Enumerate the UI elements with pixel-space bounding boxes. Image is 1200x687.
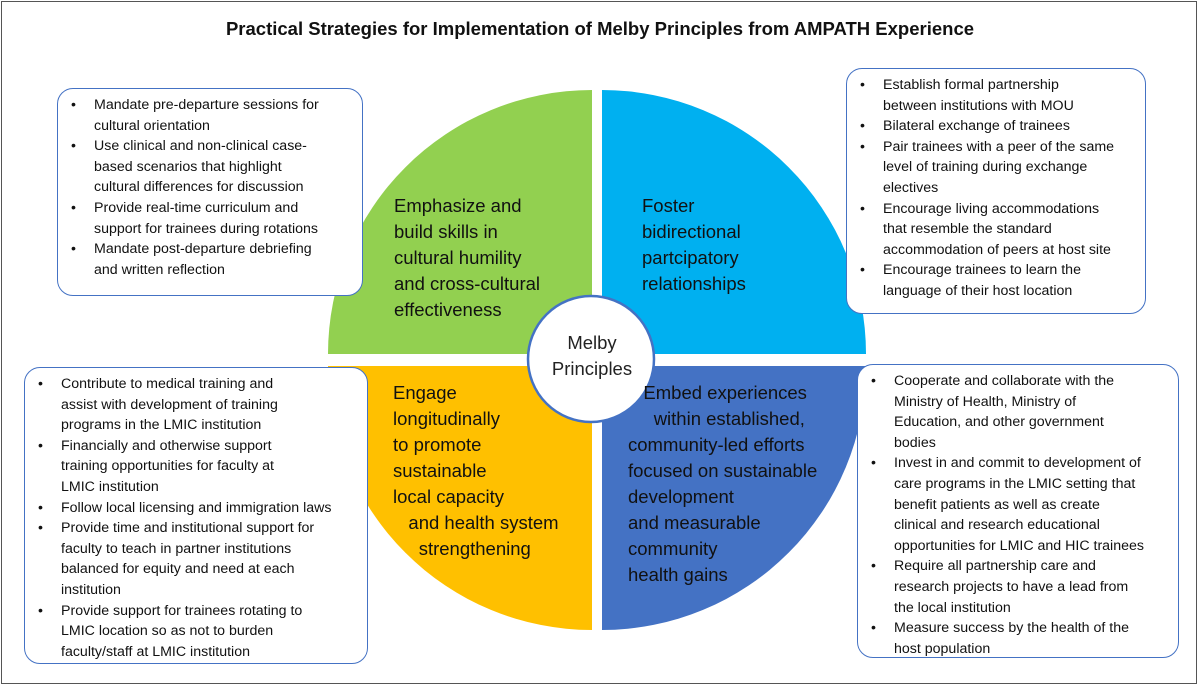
- center-label: Melby Principles: [536, 330, 648, 382]
- strategy-box-top-left: Mandate pre-departure sessions for cultu…: [57, 88, 363, 296]
- strategy-item: Mandate post-departure debriefing and wr…: [68, 239, 352, 280]
- strategy-item: Use clinical and non-clinical case- base…: [68, 136, 352, 198]
- strategy-item: Encourage trainees to learn the language…: [857, 260, 1135, 301]
- strategy-item: Financially and otherwise support traini…: [35, 436, 357, 498]
- strategy-item: Provide support for trainees rotating to…: [35, 601, 357, 663]
- strategy-box-top-right: Establish formal partnership between ins…: [846, 68, 1146, 314]
- strategy-item: Mandate pre-departure sessions for cultu…: [68, 95, 352, 136]
- strategy-list-bottom-left: Contribute to medical training and assis…: [35, 374, 357, 662]
- quadrant-bottom-right: [602, 366, 866, 630]
- strategy-item: Require all partnership care and researc…: [868, 556, 1168, 618]
- strategy-list-top-left: Mandate pre-departure sessions for cultu…: [68, 95, 352, 280]
- quadrant-top-right-label: Foster bidirectional partcipatory relati…: [642, 195, 746, 294]
- quadrant-bottom-left-label: Engage longitudinally to promote sustain…: [393, 382, 559, 559]
- strategy-list-bottom-right: Cooperate and collaborate with the Minis…: [868, 371, 1168, 659]
- strategy-item: Encourage living accommodations that res…: [857, 199, 1135, 261]
- quadrant-top-right: [602, 90, 866, 354]
- strategy-item: Bilateral exchange of trainees: [857, 116, 1135, 137]
- center-label-text: Melby Principles: [551, 332, 633, 379]
- strategy-item: Provide real-time curriculum and support…: [68, 198, 352, 239]
- strategy-item: Cooperate and collaborate with the Minis…: [868, 371, 1168, 453]
- quadrant-top-left: [328, 90, 592, 354]
- strategy-item: Follow local licensing and immigration l…: [35, 498, 357, 519]
- quadrant-top-left-label: Emphasize and build skills in cultural h…: [394, 195, 541, 320]
- strategy-item: Pair trainees with a peer of the same le…: [857, 137, 1135, 199]
- strategy-box-bottom-right: Cooperate and collaborate with the Minis…: [857, 364, 1179, 658]
- strategy-item: Establish formal partnership between ins…: [857, 75, 1135, 116]
- strategy-list-top-right: Establish formal partnership between ins…: [857, 75, 1135, 302]
- center-circle: [526, 294, 656, 424]
- strategy-item: Invest in and commit to development of c…: [868, 453, 1168, 556]
- quadrant-bottom-left: [328, 366, 592, 630]
- strategy-item: Contribute to medical training and assis…: [35, 374, 357, 436]
- strategy-box-bottom-left: Contribute to medical training and assis…: [24, 367, 368, 664]
- strategy-item: Measure success by the health of the hos…: [868, 618, 1168, 659]
- figure-title: Practical Strategies for Implementation …: [225, 18, 975, 39]
- strategy-item: Provide time and institutional support f…: [35, 518, 357, 600]
- quadrant-bottom-right-label: Embed experiences within established, co…: [628, 382, 818, 585]
